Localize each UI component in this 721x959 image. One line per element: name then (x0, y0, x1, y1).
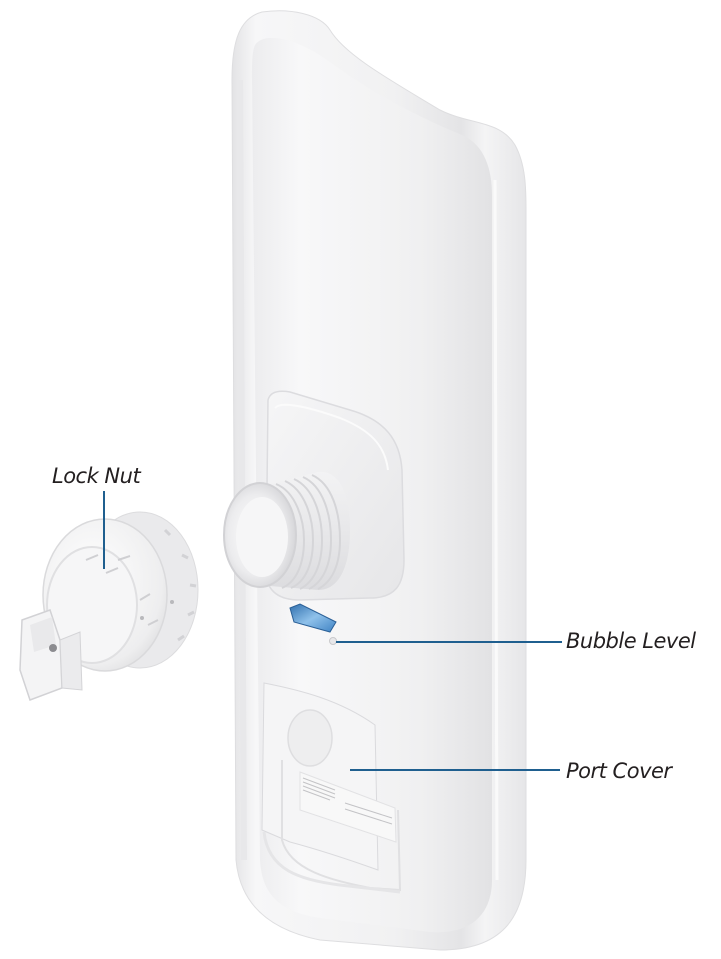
leader-line-lock-nut (103, 491, 105, 569)
product-label-sticker (299, 771, 397, 843)
threaded-connector (223, 471, 350, 590)
port-cover (261, 682, 402, 892)
callout-label-port-cover: Port Cover (566, 759, 672, 783)
callout-label-bubble-level: Bubble Level (566, 629, 696, 653)
bubble-level (289, 603, 337, 645)
leader-line-port-cover (350, 769, 560, 771)
leader-line-bubble-level (336, 641, 562, 643)
lock-nut-part (19, 511, 199, 701)
callout-label-lock-nut: Lock Nut (52, 464, 141, 488)
